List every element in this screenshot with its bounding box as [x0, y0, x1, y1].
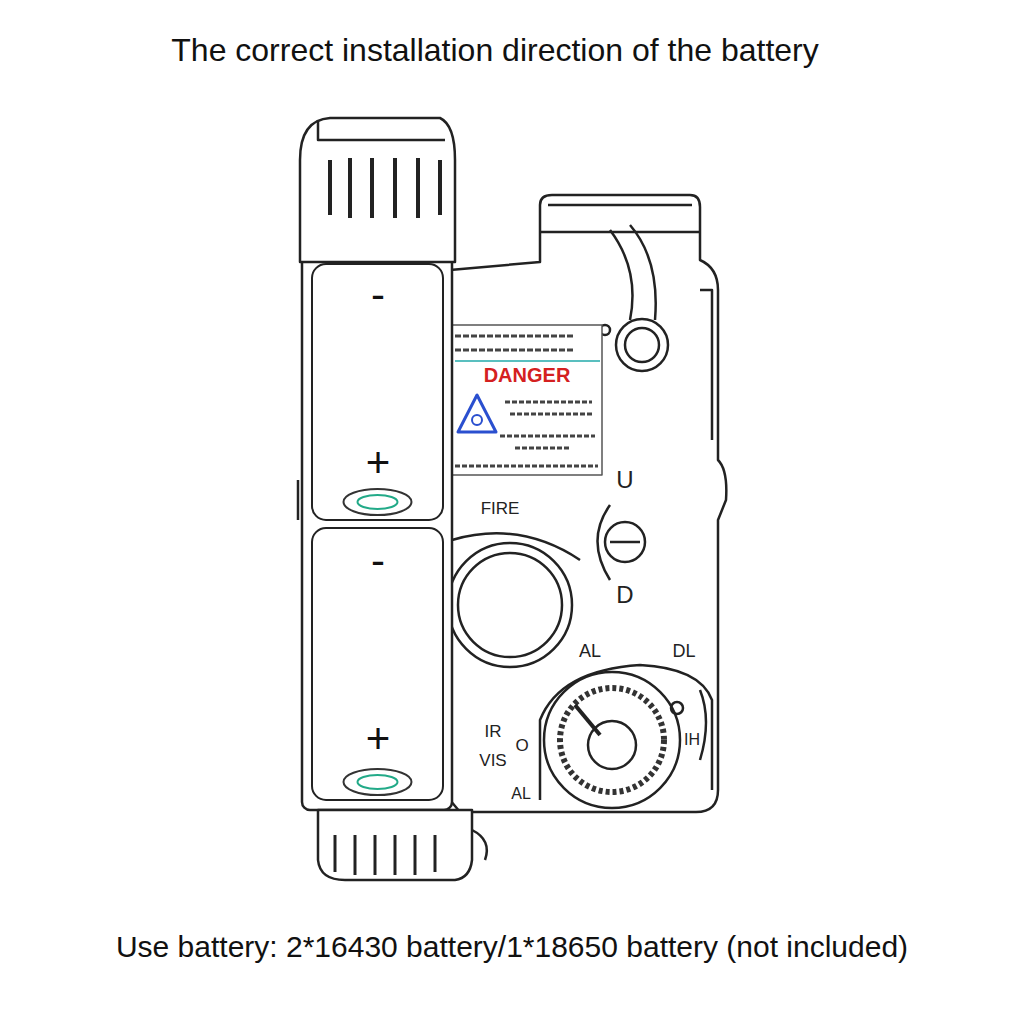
- polarity-mark: +: [366, 442, 391, 484]
- button-label: FIRE: [481, 500, 520, 519]
- caption: Use battery: 2*16430 battery/1*18650 bat…: [116, 930, 908, 964]
- battery-cell: -+: [310, 526, 445, 804]
- mode-label: IR: [485, 723, 502, 742]
- mode-label: IH: [684, 731, 700, 749]
- title: The correct installation direction of th…: [171, 32, 818, 69]
- mode-label: O: [515, 737, 528, 756]
- mode-label: VIS: [479, 752, 506, 771]
- mode-label: AL: [511, 785, 531, 803]
- switch-label: U: [616, 467, 633, 493]
- switch-label: D: [616, 582, 633, 608]
- mode-label: DL: [672, 642, 695, 662]
- mode-label: AL: [579, 642, 601, 662]
- warning-text: DANGER: [482, 364, 573, 386]
- polarity-mark: -: [371, 274, 385, 316]
- battery-cell: -+: [310, 262, 445, 524]
- polarity-mark: -: [371, 540, 385, 582]
- polarity-mark: +: [366, 718, 391, 760]
